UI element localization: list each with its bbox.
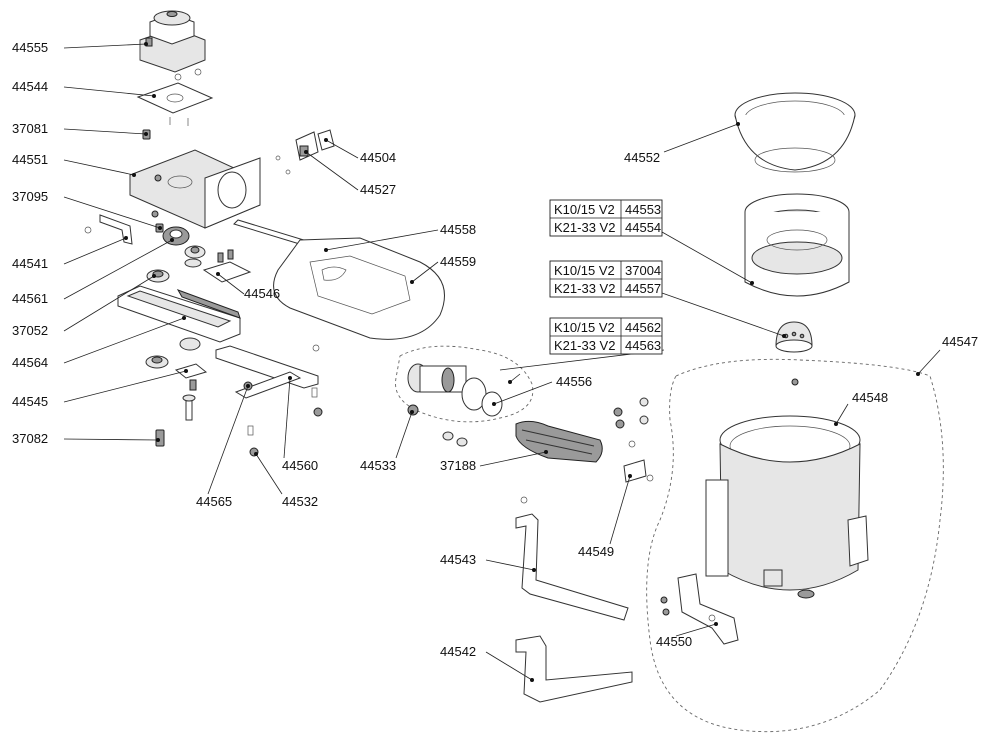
gear-motor-drawing xyxy=(139,10,206,73)
lower-bracket-drawing xyxy=(515,496,629,621)
angle-bracket-drawing xyxy=(660,573,739,645)
table-1-row-1-part: 44553 xyxy=(625,202,661,217)
label-44558: 44558 xyxy=(440,222,476,237)
label-44532: 44532 xyxy=(282,494,318,509)
gear-drawing xyxy=(162,226,190,246)
table-3-row-2-part: 44563 xyxy=(625,338,661,353)
bracket-drawing xyxy=(129,149,261,229)
label-44561: 44561 xyxy=(12,291,48,306)
label-44545: 44545 xyxy=(12,394,48,409)
table-2-row-1-part: 37004 xyxy=(625,263,661,278)
label-44546: 44546 xyxy=(244,286,280,301)
burner-body-drawing xyxy=(646,358,944,733)
label-44550: 44550 xyxy=(656,634,692,649)
table-1-row-2-model: K21-33 V2 xyxy=(554,220,615,235)
small-bracket-drawing xyxy=(84,214,133,245)
label-44504: 44504 xyxy=(360,150,396,165)
label-44542: 44542 xyxy=(440,644,476,659)
bottom-bracket-drawing xyxy=(515,635,633,703)
table-2-row-2-model: K21-33 V2 xyxy=(554,281,615,296)
wheel-drawing xyxy=(146,245,206,283)
label-44565: 44565 xyxy=(196,494,232,509)
label-44560: 44560 xyxy=(282,458,318,473)
label-44527: 44527 xyxy=(360,182,396,197)
funnel-drawing xyxy=(734,92,856,173)
variant-table-burner: K10/15 V2 44562 K21-33 V2 44563 xyxy=(549,317,663,355)
label-44547: 44547 xyxy=(942,334,978,349)
label-37188: 37188 xyxy=(440,458,476,473)
table-3-row-1-model: K10/15 V2 xyxy=(554,320,615,335)
wheel-pair-drawing xyxy=(145,337,208,391)
mounting-plate-drawing xyxy=(136,68,214,126)
label-44564: 44564 xyxy=(12,355,48,370)
table-2-row-1-model: K10/15 V2 xyxy=(554,263,615,278)
label-44559: 44559 xyxy=(440,254,476,269)
label-44552: 44552 xyxy=(624,150,660,165)
table-2-row-2-part: 44557 xyxy=(625,281,661,296)
long-bar-drawing xyxy=(215,344,323,417)
nut-drawing xyxy=(247,425,259,457)
label-44556: 44556 xyxy=(556,374,592,389)
part-labels: 44555 44544 37081 44551 37095 44541 4456… xyxy=(12,40,978,659)
igniter-drawing xyxy=(442,420,603,463)
label-44543: 44543 xyxy=(440,552,476,567)
table-3-row-1-part: 44562 xyxy=(625,320,661,335)
label-44549: 44549 xyxy=(578,544,614,559)
bolt-plate-drawing xyxy=(184,249,252,283)
label-37095: 37095 xyxy=(12,189,48,204)
table-1-row-1-model: K10/15 V2 xyxy=(554,202,615,217)
burner-assembly-drawing xyxy=(395,345,534,423)
bolt-drawing xyxy=(155,394,196,447)
leader-lines xyxy=(63,42,941,682)
label-44544: 44544 xyxy=(12,79,48,94)
label-44533: 44533 xyxy=(360,458,396,473)
label-37052: 37052 xyxy=(12,323,48,338)
table-1-row-2-part: 44554 xyxy=(625,220,661,235)
small-plate-drawing xyxy=(613,397,654,483)
variant-table-dome: K10/15 V2 37004 K21-33 V2 44557 xyxy=(549,260,663,298)
label-44555: 44555 xyxy=(12,40,48,55)
variant-table-firepot: K10/15 V2 44553 K21-33 V2 44554 xyxy=(549,199,663,237)
label-44551: 44551 xyxy=(12,152,48,167)
fire-pot-drawing xyxy=(744,193,850,297)
label-37081: 37081 xyxy=(12,121,48,136)
rack-drawing xyxy=(117,285,241,343)
label-37082: 37082 xyxy=(12,431,48,446)
label-44541: 44541 xyxy=(12,256,48,271)
base-plate-drawing xyxy=(273,237,445,340)
table-3-row-2-model: K21-33 V2 xyxy=(554,338,615,353)
dome-drawing xyxy=(775,321,813,353)
label-44548: 44548 xyxy=(852,390,888,405)
